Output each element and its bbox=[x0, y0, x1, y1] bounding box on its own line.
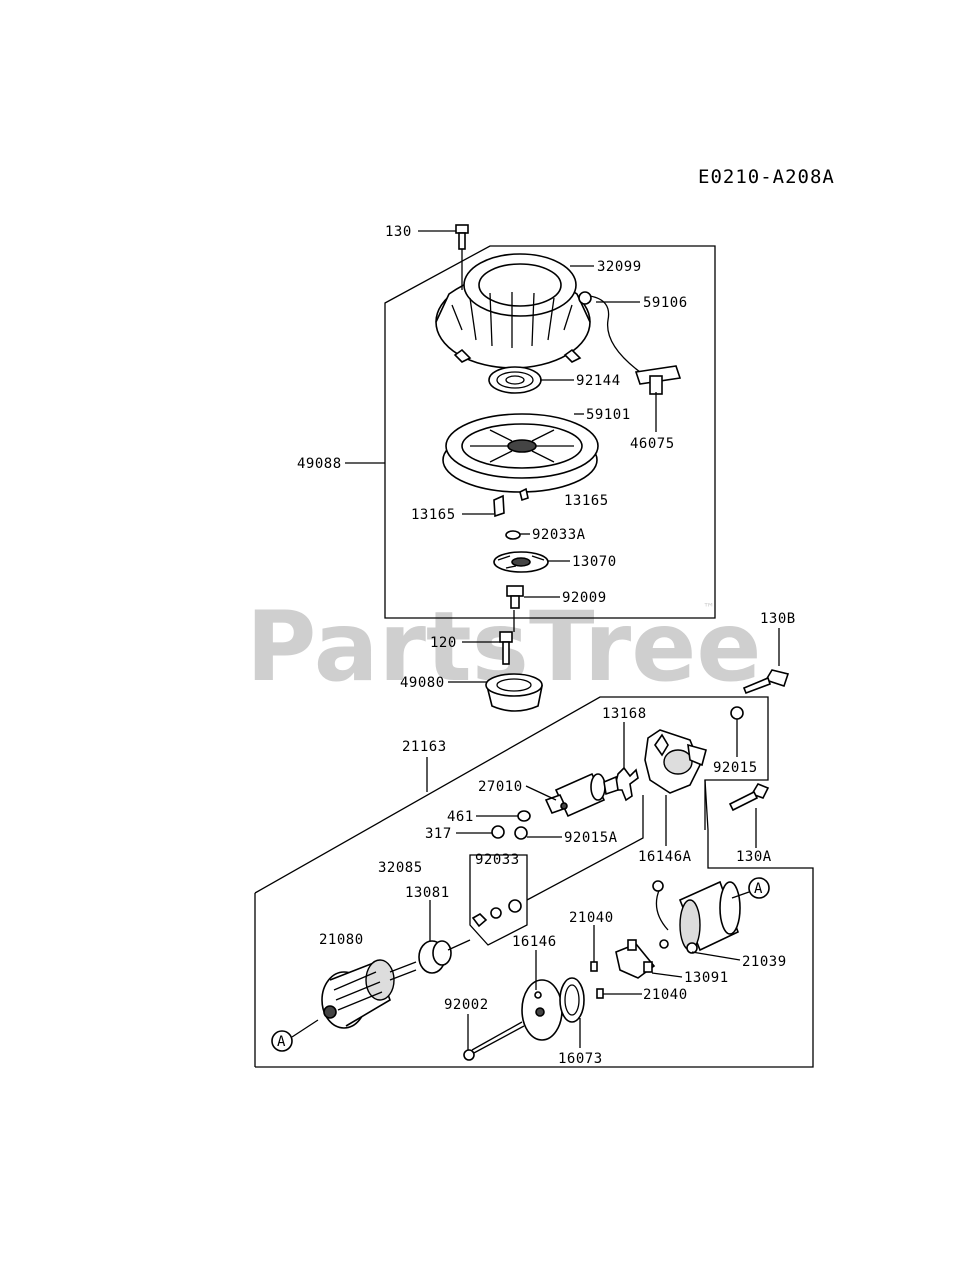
label-130B: 130B bbox=[760, 611, 796, 627]
part-92144-spring bbox=[488, 366, 542, 394]
label-16073: 16073 bbox=[558, 1051, 603, 1067]
part-317-washer bbox=[491, 825, 505, 839]
part-92015-nut bbox=[730, 706, 744, 720]
label-13165-left: 13165 bbox=[411, 507, 456, 523]
part-130-bolt bbox=[455, 224, 469, 250]
label-92033: 92033 bbox=[475, 852, 520, 868]
label-21040-top: 21040 bbox=[569, 910, 614, 926]
label-21163: 21163 bbox=[402, 739, 447, 755]
part-92002-bolt bbox=[463, 1021, 525, 1061]
label-92015: 92015 bbox=[713, 760, 758, 776]
part-461-washer bbox=[517, 810, 531, 822]
label-13165-right: 13165 bbox=[564, 493, 609, 509]
part-130A-bolt bbox=[728, 783, 770, 812]
part-13091-brush-holder bbox=[615, 939, 656, 979]
electric-starter-frame bbox=[254, 696, 814, 1068]
label-13070: 13070 bbox=[572, 554, 617, 570]
diagram-code: E0210-A208A bbox=[698, 166, 835, 188]
part-59101-reel bbox=[442, 413, 599, 493]
part-130B-bolt bbox=[742, 669, 790, 695]
label-461: 461 bbox=[447, 809, 474, 825]
part-13168-lever bbox=[612, 766, 639, 802]
part-32099-housing bbox=[435, 253, 591, 369]
label-32099: 32099 bbox=[597, 259, 642, 275]
part-46075-handle bbox=[634, 365, 682, 395]
label-21040-bottom: 21040 bbox=[643, 987, 688, 1003]
leader-lines bbox=[345, 230, 780, 1050]
label-120: 120 bbox=[430, 635, 457, 651]
part-16146-end-cover bbox=[521, 979, 563, 1041]
label-92033A: 92033A bbox=[532, 527, 586, 543]
label-92144: 92144 bbox=[576, 373, 621, 389]
label-21080: 21080 bbox=[319, 932, 364, 948]
label-13168: 13168 bbox=[602, 706, 647, 722]
label-92002: 92002 bbox=[444, 997, 489, 1013]
label-27010: 27010 bbox=[478, 779, 523, 795]
part-labels: 130 32099 59106 92144 59101 46075 49088 … bbox=[297, 224, 796, 1067]
label-130: 130 bbox=[385, 224, 412, 240]
svg-text:A: A bbox=[277, 1034, 286, 1050]
part-21039-yoke bbox=[652, 880, 741, 954]
watermark-trademark: ™ bbox=[703, 601, 715, 615]
label-49088: 49088 bbox=[297, 456, 342, 472]
label-92015A: 92015A bbox=[564, 830, 618, 846]
label-130A: 130A bbox=[736, 849, 772, 865]
part-21080-armature bbox=[321, 959, 417, 1029]
label-59101: 59101 bbox=[586, 407, 631, 423]
part-21040-spring bbox=[590, 961, 604, 999]
callout-a-bottom: A bbox=[271, 1019, 319, 1052]
part-59106-rope bbox=[578, 291, 641, 373]
part-13070-ratchet bbox=[493, 551, 549, 573]
label-16146: 16146 bbox=[512, 934, 557, 950]
part-27010-solenoid bbox=[544, 772, 619, 818]
label-92009: 92009 bbox=[562, 590, 607, 606]
part-92033A-washer bbox=[505, 530, 521, 540]
label-21039: 21039 bbox=[742, 954, 787, 970]
svg-text:A: A bbox=[754, 881, 763, 897]
part-16073-plate bbox=[559, 977, 585, 1023]
label-317: 317 bbox=[425, 826, 452, 842]
recoil-starter-frame bbox=[384, 245, 716, 619]
callout-a-top: A bbox=[731, 877, 770, 899]
part-120-bolt bbox=[499, 631, 513, 665]
part-13165-pawl bbox=[493, 487, 529, 518]
label-46075: 46075 bbox=[630, 436, 675, 452]
part-16146A-bracket bbox=[644, 729, 707, 794]
part-13081-pinion bbox=[418, 939, 471, 974]
label-13081: 13081 bbox=[405, 885, 450, 901]
label-13091: 13091 bbox=[684, 970, 729, 986]
part-92015A-nut bbox=[514, 826, 528, 840]
label-16146A: 16146A bbox=[638, 849, 692, 865]
part-92009-screw bbox=[506, 585, 524, 609]
label-59106: 59106 bbox=[643, 295, 688, 311]
label-49080: 49080 bbox=[400, 675, 445, 691]
part-49080-cup bbox=[485, 673, 543, 712]
label-32085: 32085 bbox=[378, 860, 423, 876]
part-92033-ring bbox=[471, 899, 522, 928]
